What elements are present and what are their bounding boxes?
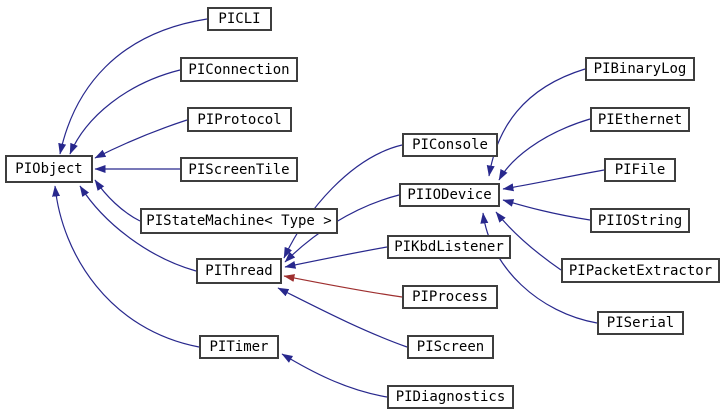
edge-PIIOString-to-PIIODevice	[502, 199, 591, 221]
class-node-PIThread[interactable]: PIThread	[196, 258, 282, 284]
edge-PIKbdListener-to-PIThread	[284, 246, 388, 269]
class-node-PIPacketExtractor[interactable]: PIPacketExtractor	[561, 258, 720, 283]
edge-PIPacketExtractor-to-PIIODevice	[495, 211, 562, 271]
edge-PIEthernet-to-PIIODevice	[498, 118, 591, 181]
class-node-PIScreenTile[interactable]: PIScreenTile	[180, 157, 298, 182]
edge-PIConsole-to-PIThread	[283, 144, 403, 259]
edge-PIThread-to-PIObject	[79, 185, 197, 272]
class-node-PIBinaryLog[interactable]: PIBinaryLog	[585, 57, 695, 81]
class-node-PIStateMachine[interactable]: PIStateMachine< Type >	[140, 208, 338, 234]
class-node-PISerial[interactable]: PISerial	[597, 311, 684, 335]
inheritance-edges	[52, 18, 605, 398]
class-node-PIProcess[interactable]: PIProcess	[402, 285, 498, 309]
class-node-PIObject[interactable]: PIObject	[5, 155, 93, 183]
class-node-PIProtocol[interactable]: PIProtocol	[187, 107, 292, 132]
edge-PIScreen-to-PIThread	[277, 287, 408, 348]
class-node-PIFile[interactable]: PIFile	[604, 158, 676, 182]
edge-PIFile-to-PIIODevice	[502, 169, 605, 192]
edge-PIProtocol-to-PIObject	[94, 119, 188, 159]
edge-PITimer-to-PIObject	[52, 185, 200, 348]
edge-PIDiagnostics-to-PITimer	[281, 353, 388, 398]
edge-PIProcess-to-PIThread	[283, 274, 403, 298]
edge-PIBinaryLog-to-PIIODevice	[486, 68, 586, 177]
class-node-PITimer[interactable]: PITimer	[199, 335, 279, 359]
class-node-PICLI[interactable]: PICLI	[207, 7, 272, 31]
class-node-PIScreen[interactable]: PIScreen	[407, 335, 494, 359]
class-node-PIIODevice[interactable]: PIIODevice	[399, 183, 500, 207]
edge-PISerial-to-PIIODevice	[480, 212, 598, 324]
class-node-PIKbdListener[interactable]: PIKbdListener	[387, 235, 511, 259]
edge-PIStateMachine-to-PIObject	[94, 179, 141, 222]
class-node-PIDiagnostics[interactable]: PIDiagnostics	[387, 385, 514, 409]
edge-PIConnection-to-PIObject	[69, 69, 181, 155]
class-node-PIEthernet[interactable]: PIEthernet	[590, 107, 690, 132]
class-node-PIIOString[interactable]: PIIOString	[590, 208, 690, 233]
class-node-PIConnection[interactable]: PIConnection	[180, 57, 298, 82]
class-node-PIConsole[interactable]: PIConsole	[402, 133, 498, 157]
edge-PICLI-to-PIObject	[58, 18, 208, 155]
